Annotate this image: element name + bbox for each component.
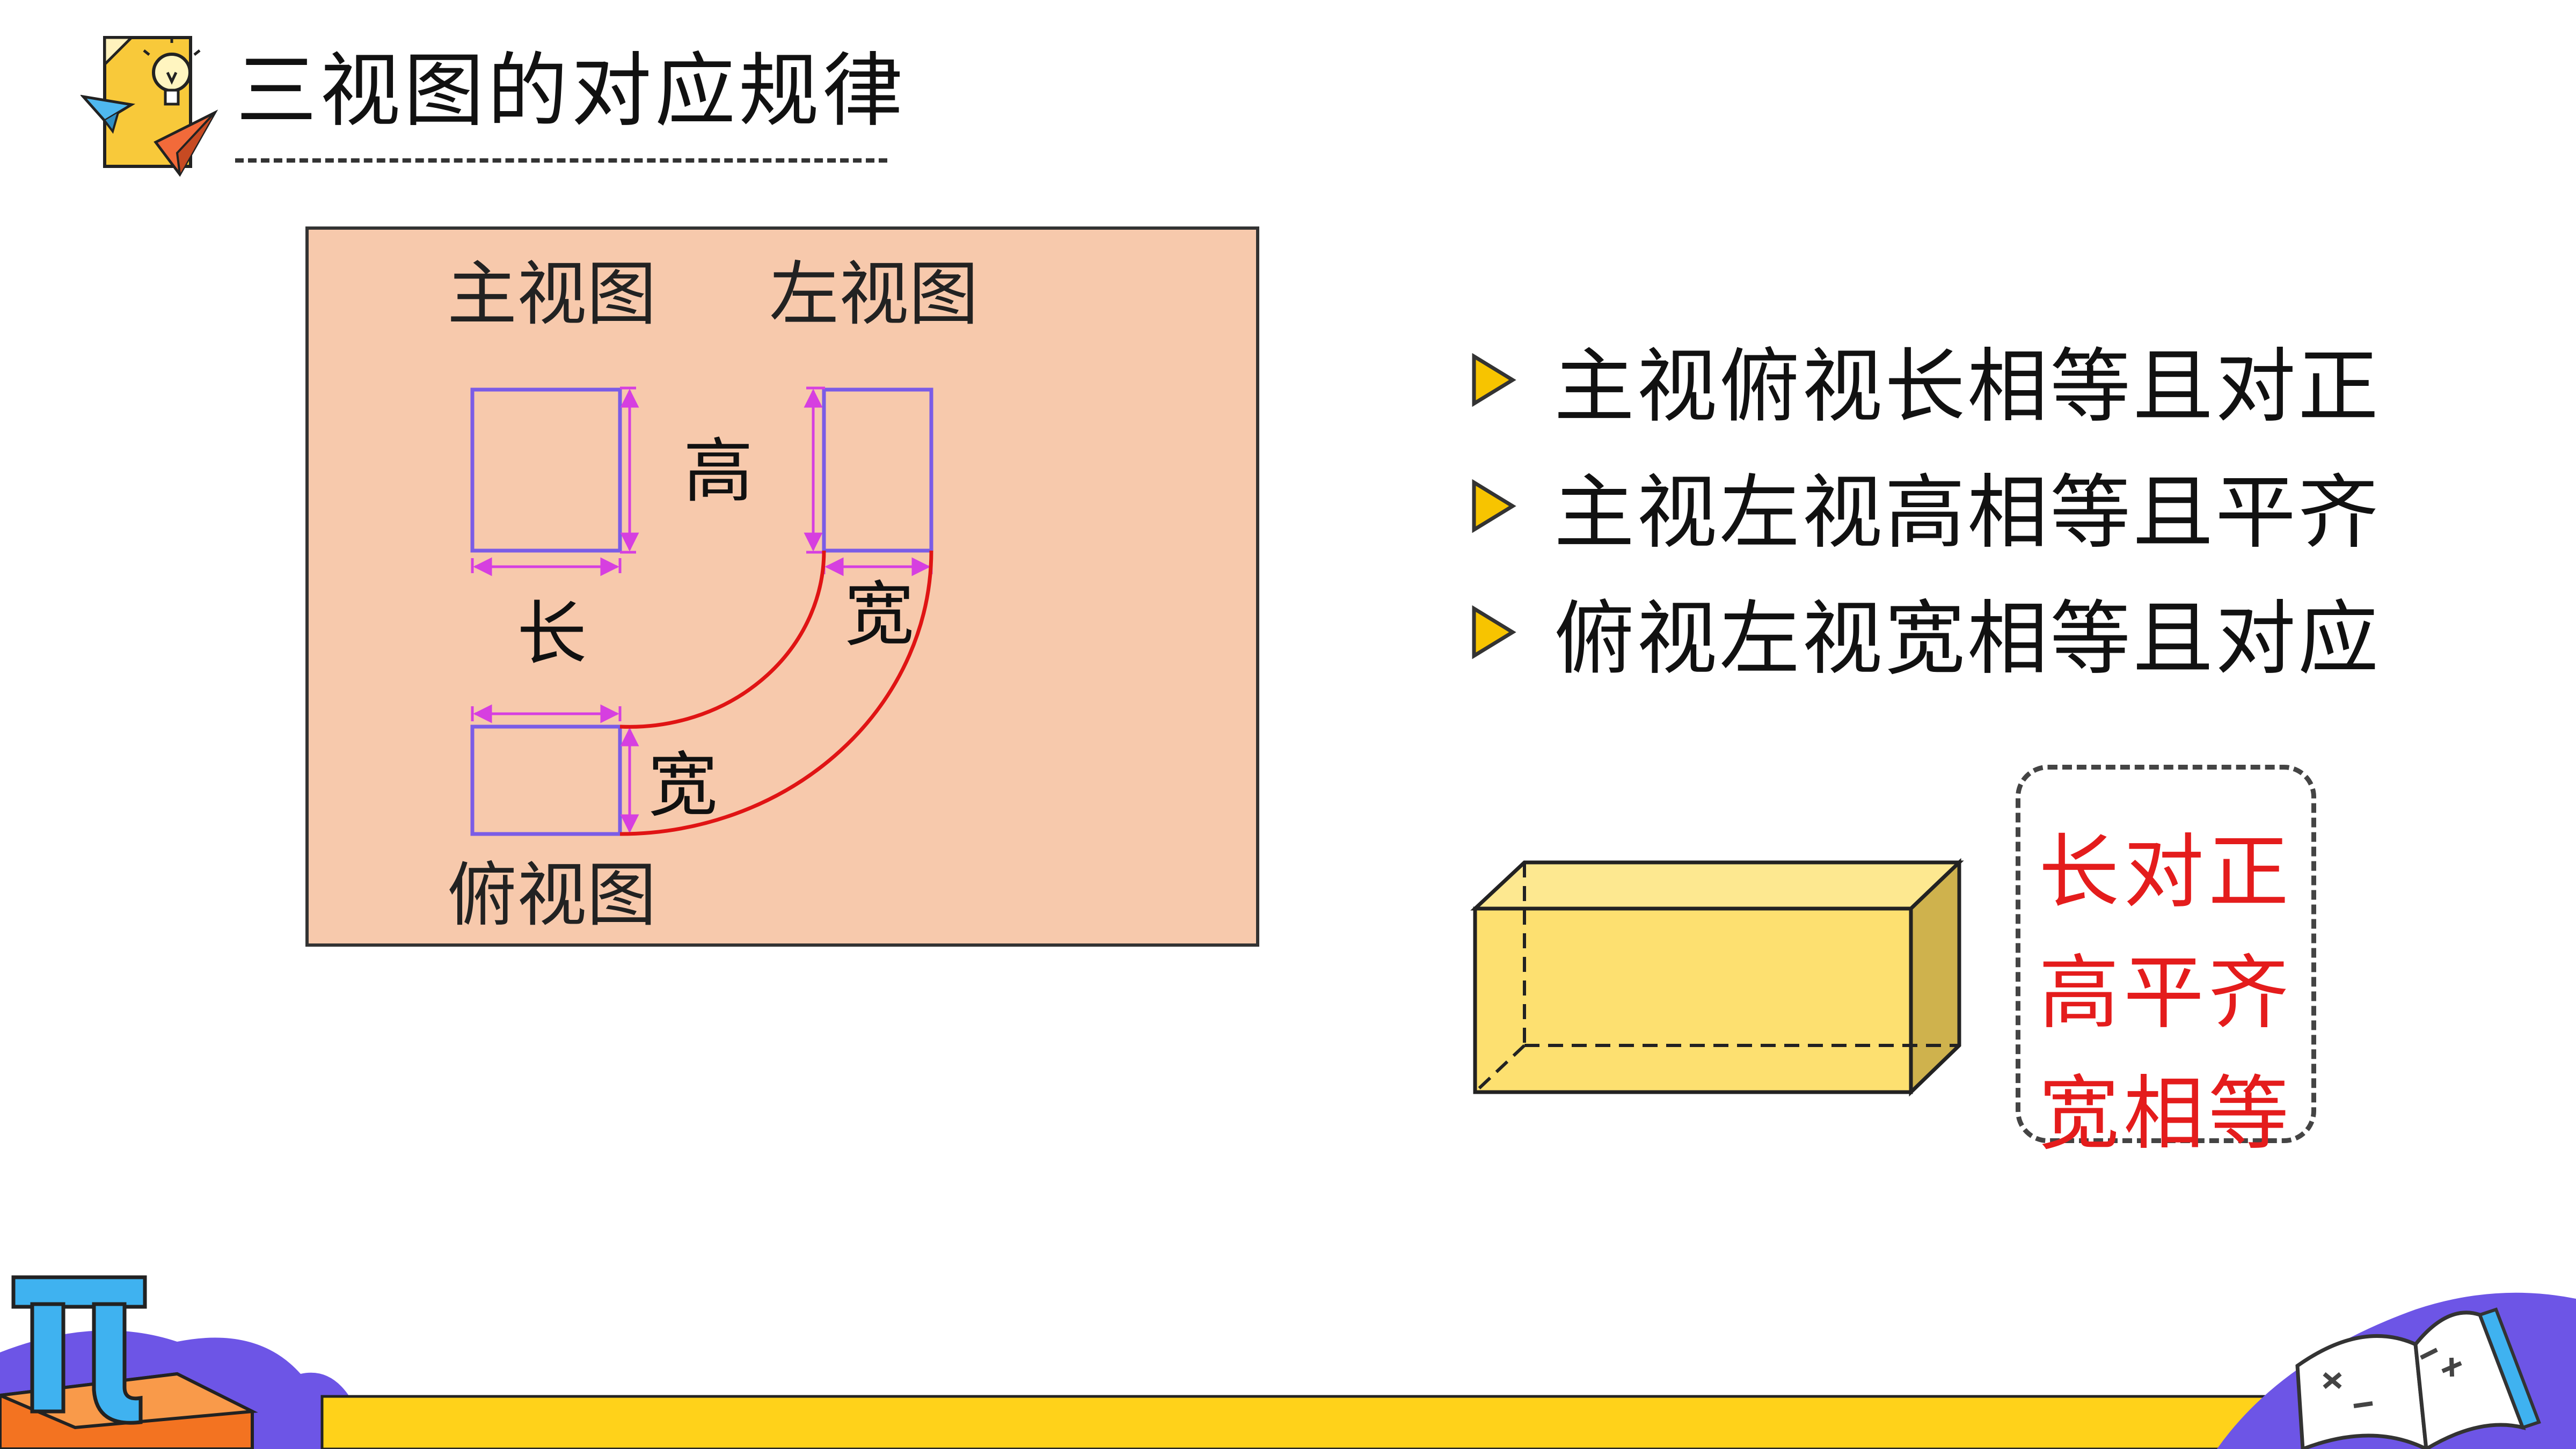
title-underline	[235, 158, 887, 163]
bottom-yellow-band	[320, 1395, 2331, 1449]
rules-list: 主视俯视长相等且对正 主视左视高相等且平齐 俯视左视宽相等且对应	[1471, 317, 2437, 695]
rule-text: 主视左视高相等且平齐	[1554, 466, 2381, 560]
cuboid-illustration	[1470, 858, 1964, 1097]
rule-item: 主视左视高相等且平齐	[1471, 443, 2437, 569]
book-icon	[2295, 1307, 2541, 1449]
length-label: 长	[517, 593, 587, 675]
left-view-label: 左视图	[769, 253, 979, 335]
front-view-label: 主视图	[447, 253, 656, 335]
rule-text: 主视俯视长相等且对正	[1554, 340, 2381, 434]
bottom-decoration	[0, 1275, 2576, 1449]
summary-line: 高平齐	[2038, 947, 2293, 1040]
paper-plane-icon	[81, 94, 218, 177]
width-label-right: 宽	[844, 574, 914, 655]
width-label-bottom: 宽	[648, 744, 718, 826]
pi-icon	[11, 1275, 147, 1425]
rule-text: 俯视左视宽相等且对应	[1554, 592, 2381, 686]
cuboid-front-face	[1473, 906, 1913, 1094]
top-view-label: 俯视图	[447, 854, 656, 936]
triangle-bullet-icon	[1472, 605, 1516, 659]
diagram-panel	[305, 226, 1259, 947]
summary-line: 长对正	[2038, 826, 2293, 919]
inner-width-arc	[619, 550, 826, 729]
triangle-bullet-icon	[1472, 353, 1516, 407]
hidden-edge	[1473, 1044, 1526, 1094]
front-view-rect	[470, 387, 622, 553]
left-view-rect	[822, 387, 933, 553]
rule-item: 俯视左视宽相等且对应	[1471, 569, 2437, 695]
cuboid-top-face	[1470, 860, 1964, 911]
triangle-bullet-icon	[1472, 479, 1516, 533]
three-view-diagram: 主视图 左视图 俯视图 高 长 宽 宽	[305, 226, 1259, 947]
top-view-rect	[470, 724, 622, 836]
summary-line: 宽相等	[2038, 1067, 2293, 1161]
lightbulb-icon	[143, 36, 201, 106]
height-label: 高	[683, 430, 753, 512]
rule-item: 主视俯视长相等且对正	[1471, 317, 2437, 443]
page-title: 三视图的对应规律	[236, 45, 907, 138]
summary-box: 长对正 高平齐 宽相等	[2016, 765, 2316, 1161]
title-icon	[81, 36, 218, 177]
outer-width-arc	[619, 550, 933, 836]
